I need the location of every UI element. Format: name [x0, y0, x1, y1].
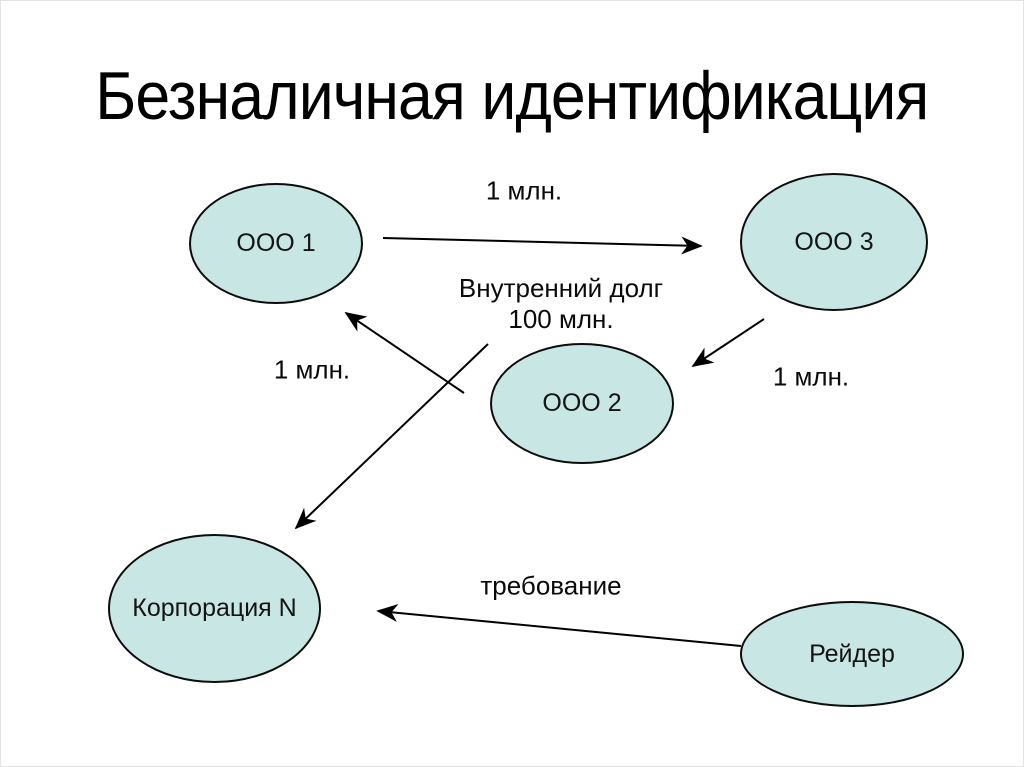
arrow-ooo3-to-ooo2 — [691, 318, 765, 367]
node-ooo1-label: ООО 1 — [236, 229, 316, 257]
arrow-ooo1-to-ooo3 — [382, 236, 703, 255]
annotation-internal-debt: Внутренний долг 100 млн. — [459, 273, 663, 335]
node-korporacia-n-label: Корпорация N — [132, 594, 297, 622]
annotation-internal-debt-line1: Внутренний долг — [458, 273, 664, 303]
node-ooo3-label: ООО 3 — [794, 227, 874, 256]
node-korporacia-n: Корпорация N — [108, 534, 321, 683]
page-title-text: Безналичная идентификация — [95, 58, 929, 134]
arrow-raider-to-korporacia — [376, 603, 742, 647]
node-ooo1: ООО 1 — [189, 183, 363, 304]
edge-label-ooo2-ooo1: 1 млн. — [273, 354, 351, 385]
node-ooo2: ООО 2 — [490, 343, 674, 464]
page-title: Безналичная идентификация — [1, 57, 1023, 135]
annotation-internal-debt-line2: 100 млн. — [508, 304, 614, 334]
node-ooo2-label: ООО 2 — [542, 389, 622, 417]
node-raider-label: Рейдер — [809, 639, 895, 668]
node-raider: Рейдер — [740, 601, 964, 707]
node-ooo3: ООО 3 — [740, 173, 928, 311]
edge-label-ooo1-ooo3: 1 млн. — [485, 175, 563, 206]
edge-label-ooo3-ooo2: 1 млн. — [772, 361, 850, 392]
edge-label-raider-korporacia: требование — [480, 570, 622, 601]
arrow-ooo2-to-ooo1 — [344, 311, 465, 394]
